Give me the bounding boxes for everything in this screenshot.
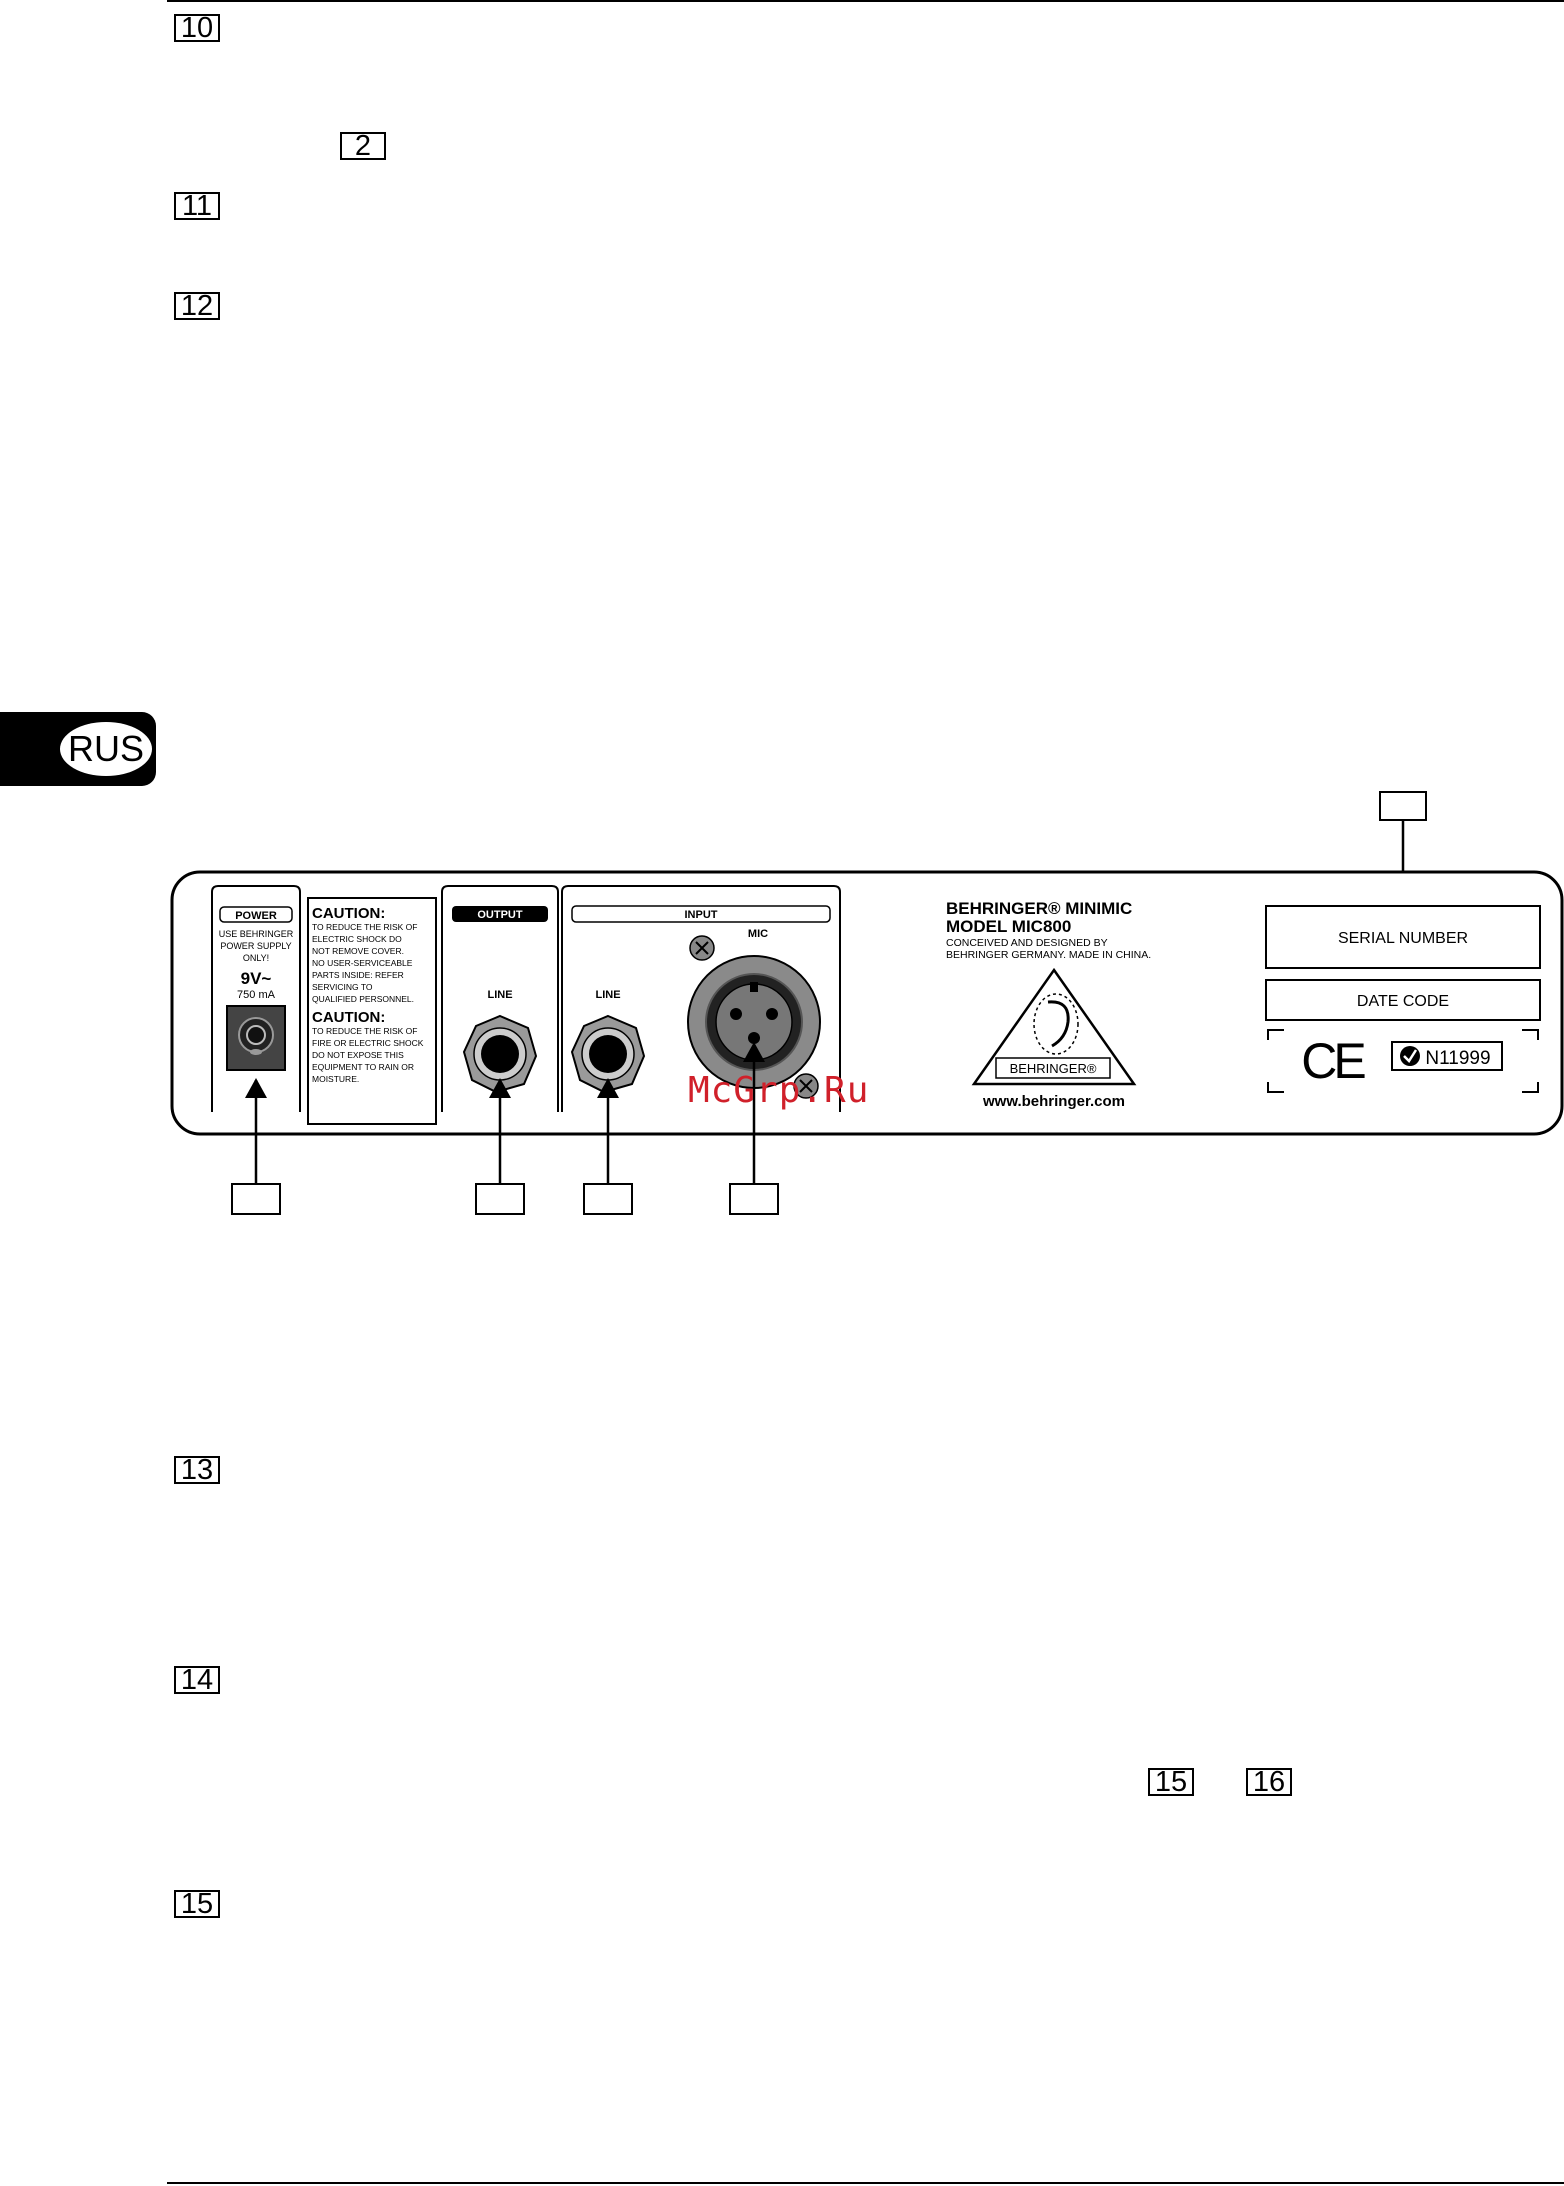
cert-code: N11999 <box>1425 1048 1490 1069</box>
input-line-jack <box>570 1014 646 1094</box>
serial-number-field <box>1265 905 1541 969</box>
section-marker-13: 13 <box>174 1456 220 1485</box>
power-current: 750 mA <box>237 989 276 1001</box>
callout-box-output <box>475 1183 525 1215</box>
power-note-1: USE BEHRINGER <box>219 929 294 939</box>
ctick-icon <box>1400 1046 1420 1066</box>
caution-line: QUALIFIED PERSONNEL. <box>312 994 414 1004</box>
arrow-power-icon <box>245 1078 267 1098</box>
watermark: McGrp.Ru <box>688 1070 870 1111</box>
caution-line: DO NOT EXPOSE THIS <box>312 1050 404 1060</box>
caution-panel <box>307 897 437 1125</box>
brand-line-1: BEHRINGER® MINIMIC <box>946 899 1132 918</box>
output-header: OUTPUT <box>477 909 523 921</box>
mic-xlr-socket <box>687 935 821 1099</box>
behringer-logo-icon: BEHRINGER® <box>971 967 1137 1086</box>
brand-line-3: CONCEIVED AND DESIGNED BY <box>946 937 1108 949</box>
caution-line: PARTS INSIDE: REFER <box>312 970 404 980</box>
arrow-mic-icon <box>743 1042 765 1062</box>
language-tab: RUS <box>0 712 156 786</box>
reference-marker-15: 15 <box>1148 1768 1194 1797</box>
caution-line: ELECTRIC SHOCK DO <box>312 934 402 944</box>
arrow-input-line-icon <box>597 1078 619 1098</box>
bottom-rule <box>167 2182 1564 2184</box>
power-header: POWER <box>235 910 277 922</box>
caution-line: TO REDUCE THE RISK OF <box>312 922 417 932</box>
input-header: INPUT <box>685 909 718 921</box>
callout-box-mic <box>729 1183 779 1215</box>
date-code-label: DATE CODE <box>1357 993 1449 1010</box>
caution-title-2: CAUTION: <box>312 1009 385 1026</box>
callout-box-power <box>231 1183 281 1215</box>
output-line-label: LINE <box>487 989 512 1001</box>
date-code-field <box>1265 979 1541 1021</box>
top-rule <box>167 0 1564 2</box>
brand-line-4: BEHRINGER GERMANY. MADE IN CHINA. <box>946 949 1151 961</box>
section-marker-10: 10 <box>174 14 220 43</box>
ce-mark: CE <box>1301 1033 1365 1089</box>
brand-website: www.behringer.com <box>982 1093 1125 1110</box>
reference-marker-2: 2 <box>340 132 386 161</box>
callout-box-serial <box>1379 791 1427 821</box>
caution-line: SERVICING TO <box>312 982 373 992</box>
caution-line: EQUIPMENT TO RAIN OR <box>312 1062 414 1072</box>
power-note-2: POWER SUPPLY <box>220 941 291 951</box>
caution-line: TO REDUCE THE RISK OF <box>312 1026 417 1036</box>
section-marker-11: 11 <box>174 192 220 221</box>
caution-line: MOISTURE. <box>312 1074 359 1084</box>
language-label: RUS <box>60 722 152 776</box>
section-marker-15: 15 <box>174 1890 220 1919</box>
power-voltage: 9V~ <box>241 969 272 988</box>
caution-line: FIRE OR ELECTRIC SHOCK <box>312 1038 424 1048</box>
rear-panel-diagram: POWER USE BEHRINGER POWER SUPPLY ONLY! 9… <box>170 791 1564 1215</box>
logo-text: BEHRINGER® <box>1010 1061 1097 1076</box>
input-line-label: LINE <box>595 989 620 1001</box>
callout-box-input-line <box>583 1183 633 1215</box>
power-note-3: ONLY! <box>243 953 269 963</box>
reference-marker-16: 16 <box>1246 1768 1292 1797</box>
arrow-output-icon <box>489 1078 511 1098</box>
caution-title-1: CAUTION: <box>312 905 385 922</box>
serial-number-label: SERIAL NUMBER <box>1338 930 1468 947</box>
section-marker-14: 14 <box>174 1666 220 1695</box>
caution-line: NO USER-SERVICEABLE <box>312 958 413 968</box>
output-line-jack <box>462 1014 538 1094</box>
brand-line-2: MODEL MIC800 <box>946 917 1071 936</box>
section-marker-12: 12 <box>174 292 220 321</box>
input-mic-label: MIC <box>748 928 768 940</box>
caution-line: NOT REMOVE COVER. <box>312 946 404 956</box>
